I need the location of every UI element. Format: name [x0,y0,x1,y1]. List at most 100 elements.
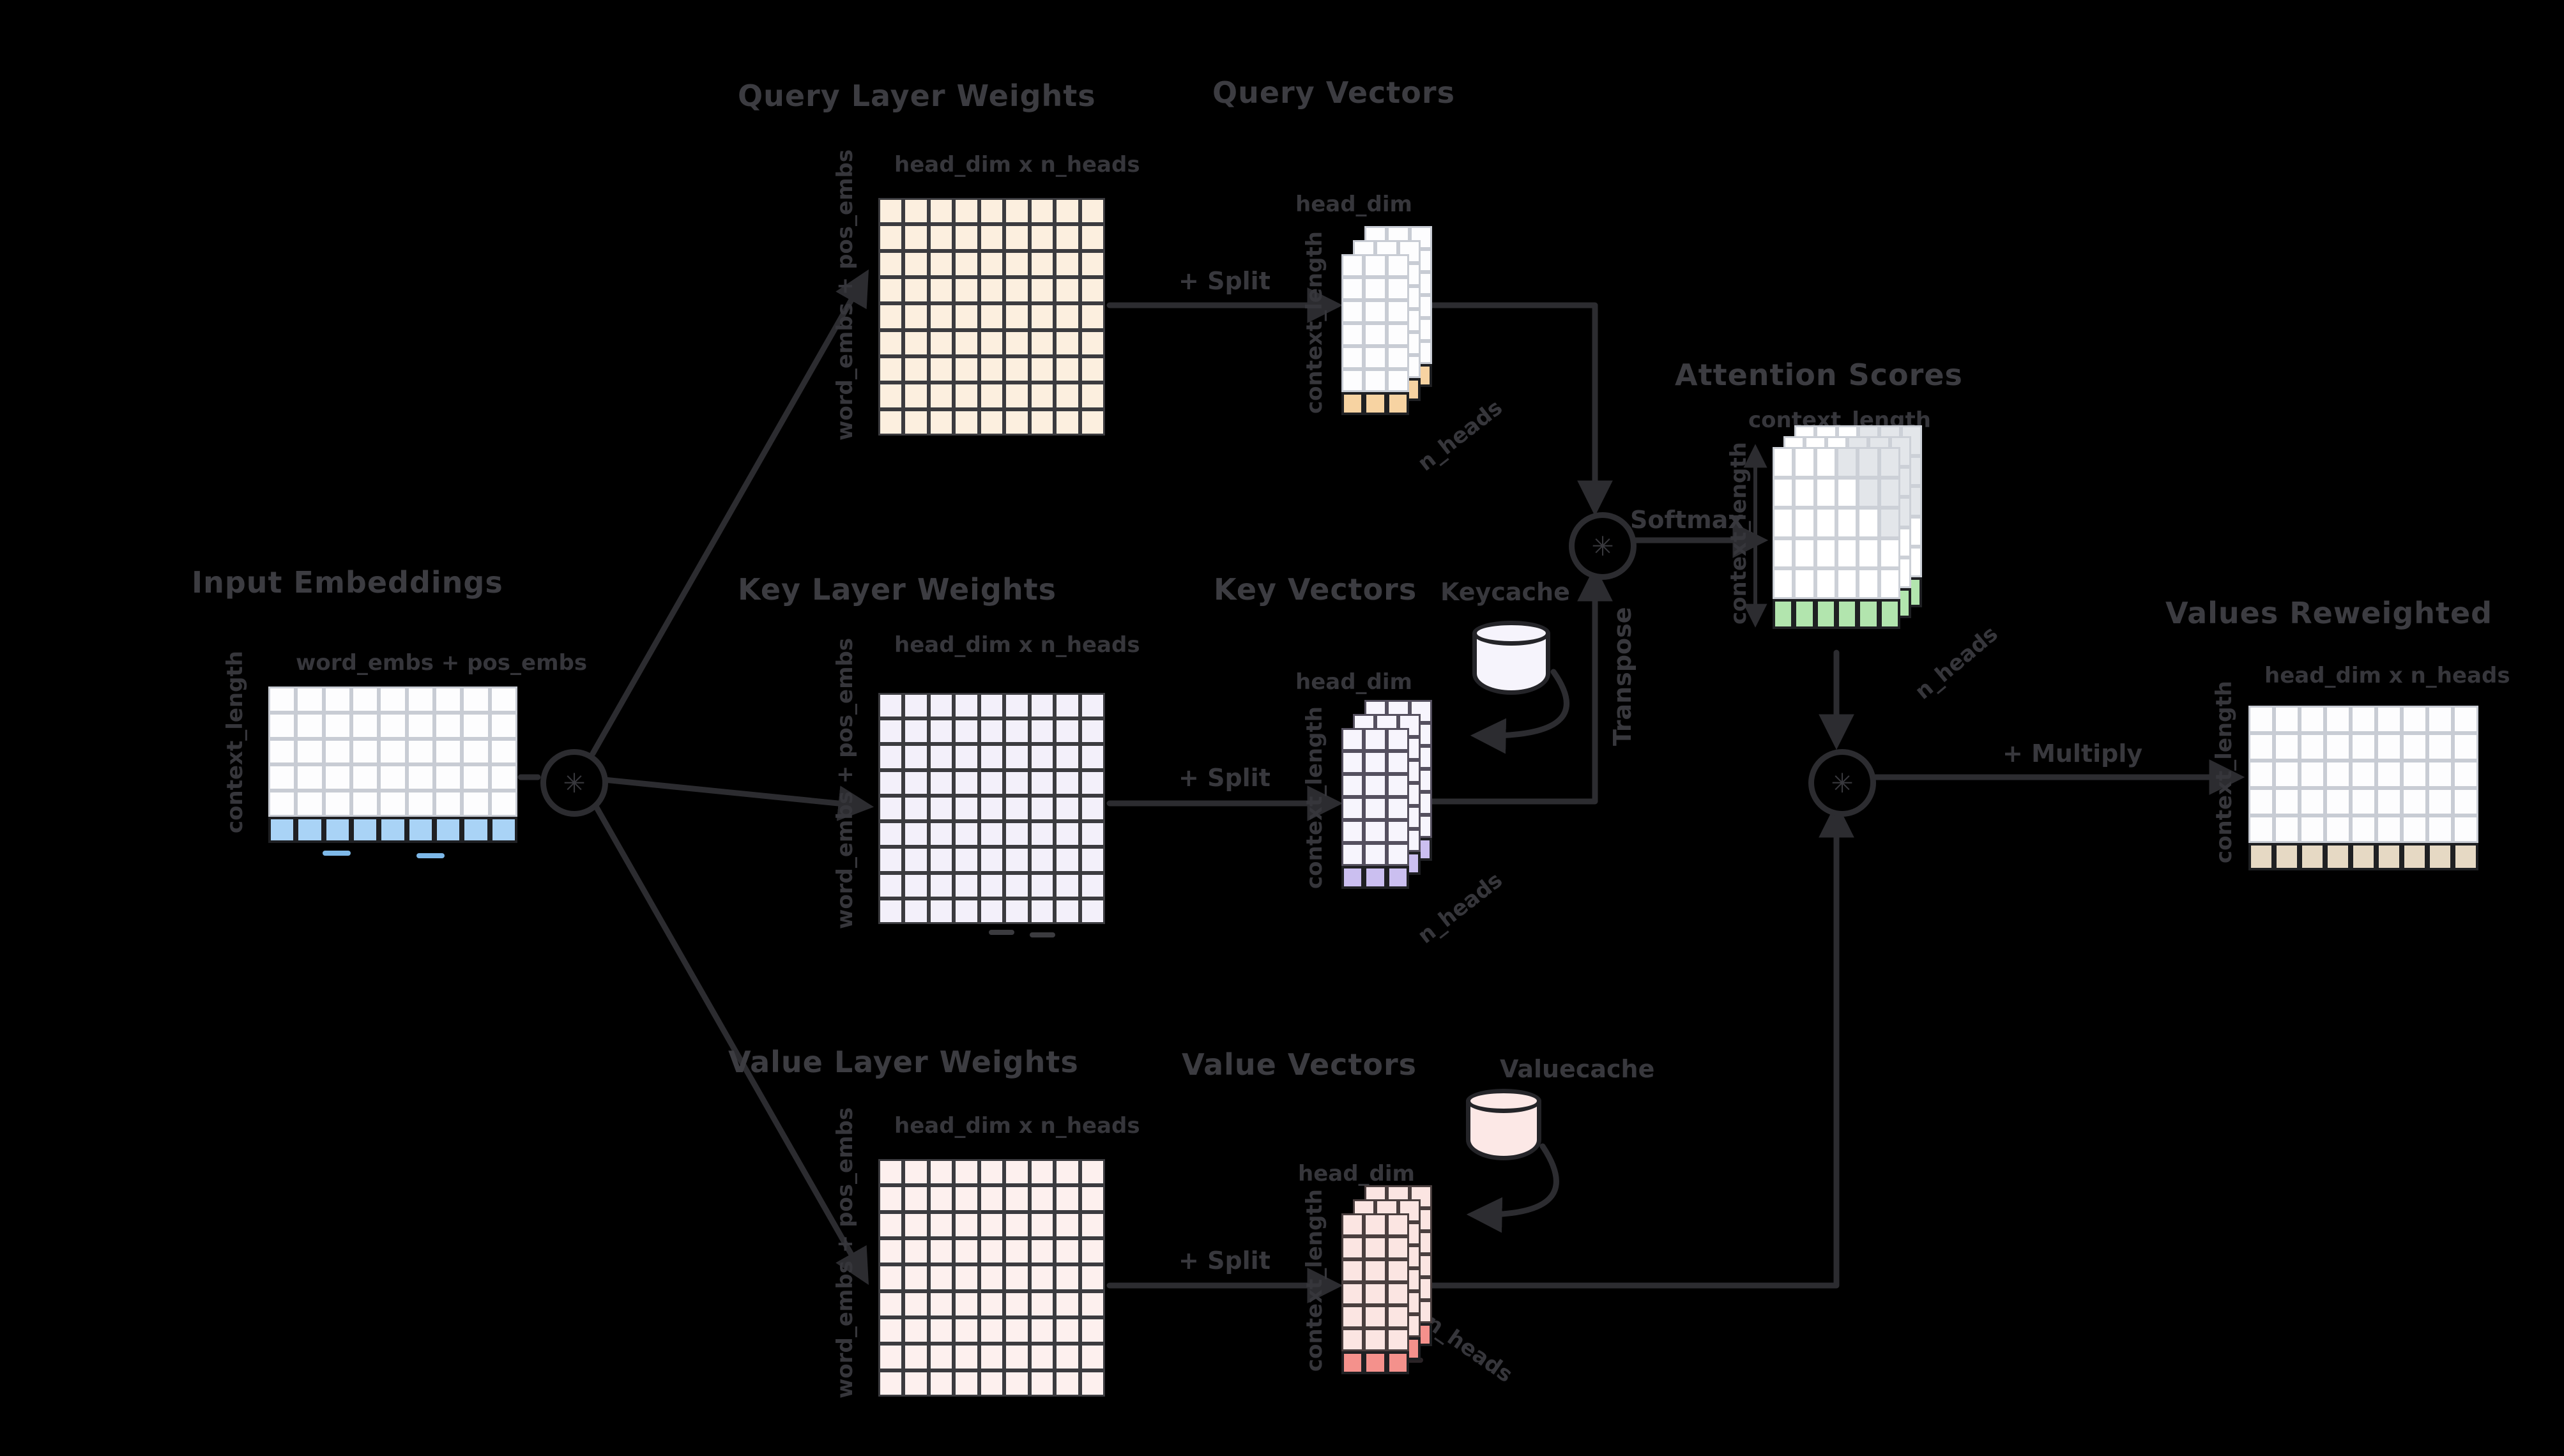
cell [1080,795,1105,822]
cell [1858,568,1879,599]
cell [1080,1185,1105,1212]
cell [2274,706,2300,733]
cell [1029,718,1055,745]
cell [928,224,954,251]
cell [903,1185,929,1212]
cell [379,686,407,713]
cell [1364,369,1387,392]
cell [1029,795,1055,822]
cell [979,1211,1005,1238]
cell [1055,277,1080,304]
cell [351,686,379,713]
cell [1341,346,1364,369]
cell [1879,568,1900,599]
cell [1858,598,1879,629]
cell [954,224,979,251]
cell [351,817,379,843]
cell [1055,356,1080,383]
cell [489,712,517,739]
cell [928,250,954,277]
cell [1055,1317,1080,1344]
cell [979,330,1005,356]
cell [1080,303,1105,330]
op-to-value-weights-arrow [590,798,869,1285]
cell [1836,538,1858,568]
cell [979,1344,1005,1370]
cell [2427,815,2453,843]
cell [1055,744,1080,770]
cell [2402,843,2427,870]
cell [1341,728,1364,751]
cell [878,1211,904,1238]
cell [903,847,929,873]
vr-cols-label: head_dim x n_heads [2264,663,2510,688]
cell [406,686,434,713]
cell [903,770,929,796]
cell [2325,761,2351,788]
cell [954,821,979,847]
cell [1080,847,1105,873]
cell [1836,598,1858,629]
cell [903,303,929,330]
cell [878,693,904,719]
cell [1029,744,1055,770]
cell [878,795,904,822]
cell [351,791,379,817]
cell [379,791,407,817]
cell [979,718,1005,745]
cell [489,738,517,765]
matmul-op-split-circle: ✳ [540,749,608,817]
cell [1364,820,1387,843]
cell [1386,1259,1409,1282]
cell [903,356,929,383]
cell [928,770,954,796]
cell [1836,447,1858,478]
cell [1794,508,1815,538]
cell [979,198,1005,225]
cell [1836,508,1858,538]
cell [1364,843,1387,866]
cell [1004,898,1030,924]
cell [1815,568,1836,599]
cell [351,712,379,739]
cell [928,872,954,899]
cell [2325,843,2351,870]
cell [903,250,929,277]
cell [878,330,904,356]
cell [903,409,929,436]
cell [878,1291,904,1317]
cell [1055,872,1080,899]
cell [2376,788,2402,815]
cell [1364,346,1387,369]
vstack-matrix-layer-0 [1341,1213,1409,1374]
cell [878,1370,904,1397]
qw-matrix-layer-0 [878,198,1105,436]
cell [1858,538,1879,568]
cell [1080,1159,1105,1186]
cell [1055,1370,1080,1397]
cell [979,277,1005,304]
vr-rows-label: context_length [2211,681,2237,863]
cell [928,744,954,770]
cell [1080,770,1105,796]
query-to-matmul-elbow [1408,302,1613,517]
cell [1398,240,1421,263]
cell [954,409,979,436]
cell [2376,733,2402,761]
cell [2376,815,2402,843]
cell [2325,815,2351,843]
qstack-rows-label: context_length [1302,231,1327,414]
cell [2453,733,2478,761]
cell [1080,250,1105,277]
cell [928,356,954,383]
cell [1004,1344,1030,1370]
cell [1773,568,1794,599]
cell [878,1185,904,1212]
cell [379,712,407,739]
cell [1029,847,1055,873]
cell [928,1370,954,1397]
cell [1055,898,1080,924]
cell [2402,733,2427,761]
cell [1055,1238,1080,1265]
values-reweighted-title: Values Reweighted [2165,596,2493,630]
